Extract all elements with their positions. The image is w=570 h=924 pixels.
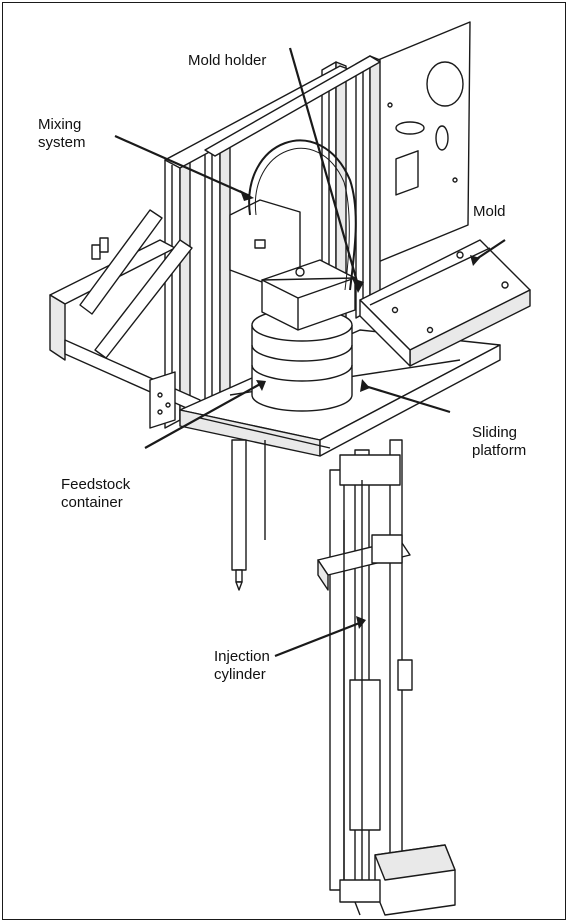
label-mixing-system-line1: Mixing: [38, 116, 82, 133]
label-sliding-platform-line1: Sliding: [472, 424, 518, 441]
label-feedstock-container-line1: Feedstock: [61, 476, 131, 493]
label-injection-cylinder-line2: cylinder: [214, 666, 266, 683]
mold-holder-plate: [377, 21, 471, 263]
label-feedstock-container: Feedstock container: [61, 476, 130, 512]
mold-block: [359, 239, 531, 367]
side-gantry-frame: [49, 209, 201, 429]
label-injection-cylinder: Injection cylinder: [214, 648, 270, 684]
label-sliding-platform: Sliding platform: [472, 424, 526, 460]
label-mixing-system-line2: system: [38, 134, 86, 151]
label-mixing-system: Mixing system: [38, 116, 86, 152]
label-sliding-platform-line2: platform: [472, 442, 527, 459]
label-mold-text: Mold: [473, 203, 506, 220]
lower-rods: [231, 439, 266, 591]
injection-cylinder-column: [317, 439, 456, 916]
leader-lines: [114, 47, 506, 658]
label-mold-holder-text: Mold holder: [188, 52, 267, 69]
label-mold-holder: Mold holder: [188, 52, 266, 70]
label-mold: Mold: [473, 203, 506, 221]
vertical-frame-profiles: [164, 55, 381, 429]
label-feedstock-container-line2: container: [61, 494, 123, 511]
mixing-system: [229, 139, 357, 331]
label-injection-cylinder-line1: Injection: [214, 648, 270, 665]
